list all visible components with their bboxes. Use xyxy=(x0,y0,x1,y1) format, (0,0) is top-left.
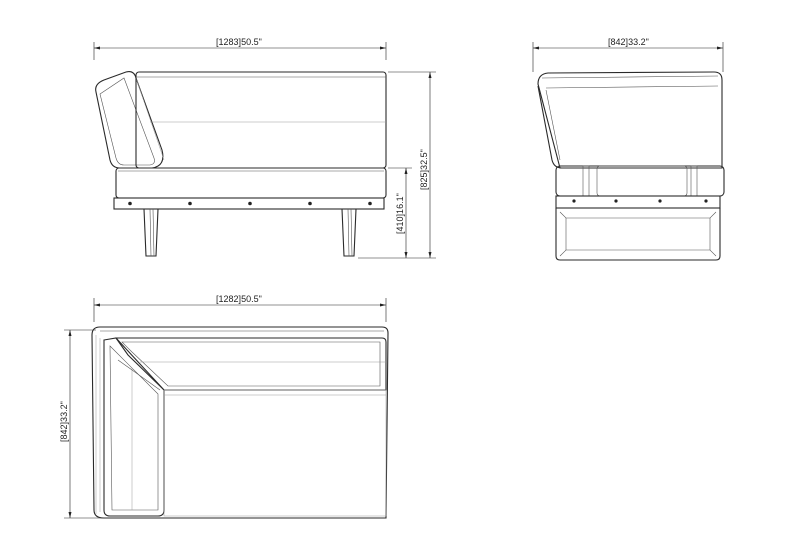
svg-text:[842]33.2": [842]33.2" xyxy=(608,37,649,47)
side-base xyxy=(555,195,721,261)
top-depth-mm: 842 xyxy=(59,424,69,439)
top-width-dimension: [1282]50.5" xyxy=(93,294,387,322)
seat-height-dimension: [410]16.1" xyxy=(388,167,412,258)
side-depth-in: 33.2" xyxy=(628,37,649,47)
side-depth-dimension: [842]33.2" xyxy=(532,37,724,72)
top-outline xyxy=(91,326,389,519)
front-width-dimension: [1283]50.5" xyxy=(93,37,387,60)
top-depth-in: 33.2" xyxy=(59,401,69,422)
seat-height-in: 16.1" xyxy=(395,193,405,214)
top-width-in: 50.5" xyxy=(241,294,262,304)
side-depth-mm: 842 xyxy=(611,37,626,47)
front-legs xyxy=(143,208,357,257)
seat-height-mm: 410 xyxy=(395,216,405,231)
side-back xyxy=(537,71,723,169)
front-backrest xyxy=(95,71,165,169)
top-depth-dimension: [842]33.2" xyxy=(59,329,110,519)
svg-text:[825]32.5": [825]32.5" xyxy=(419,149,429,190)
front-seat xyxy=(115,167,387,199)
front-height-in: 32.5" xyxy=(419,149,429,170)
svg-text:[1282]50.5": [1282]50.5" xyxy=(216,294,262,304)
side-seat xyxy=(555,165,725,197)
svg-text:[842]33.2": [842]33.2" xyxy=(59,401,69,442)
top-view: [1282]50.5" [842]33.2" xyxy=(59,294,389,519)
front-height-mm: 825 xyxy=(419,172,429,187)
front-view: [1283]50.5" [825]32.5" [410]16.1" xyxy=(93,37,436,259)
svg-text:[410]16.1": [410]16.1" xyxy=(395,193,405,234)
front-back-cushion xyxy=(135,71,387,169)
front-frame xyxy=(113,197,385,210)
front-width-in: 50.5" xyxy=(241,37,262,47)
front-height-dimension: [825]32.5" xyxy=(358,71,436,259)
top-seat xyxy=(163,389,387,517)
front-width-mm: 1283 xyxy=(219,37,239,47)
svg-text:[1283]50.5": [1283]50.5" xyxy=(216,37,262,47)
top-width-mm: 1282 xyxy=(219,294,239,304)
side-view: [842]33.2" xyxy=(532,37,725,261)
top-side-cushion xyxy=(103,337,165,517)
